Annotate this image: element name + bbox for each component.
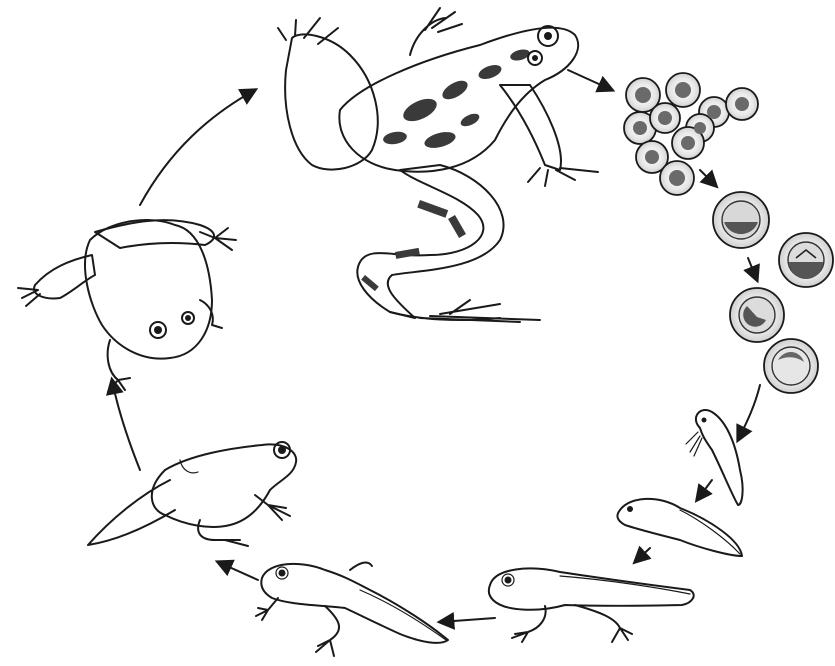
young-tadpole [686, 410, 743, 505]
egg-stage-2 [779, 233, 833, 287]
young-frog [18, 220, 236, 392]
arrow-to-hindleg-tadpole [635, 548, 650, 562]
egg-cluster [624, 73, 758, 195]
egg-stage-3 [730, 288, 784, 342]
arrow-to-froglet [218, 562, 258, 580]
egg-stage-4 [764, 339, 818, 393]
tadpole-with-four-legs [256, 563, 448, 656]
arrow-egg-1-to-3 [748, 258, 757, 280]
adult-frog [278, 8, 598, 322]
arrow-to-adult [140, 90, 255, 205]
arrow-to-young-frog [112, 380, 140, 470]
arrow-to-egg-1 [700, 170, 716, 186]
arrow-adult-to-eggs [568, 70, 612, 90]
arrow-to-four-leg-tadpole [440, 618, 495, 622]
tadpole [617, 499, 742, 556]
developing-eggs [713, 192, 833, 393]
froglet-with-tail [88, 442, 296, 546]
tadpole-with-hind-legs [489, 568, 694, 642]
egg-stage-1 [713, 192, 769, 248]
arrow-egg-to-young-tadpole [738, 385, 760, 440]
arrow-to-tadpole [697, 480, 712, 500]
